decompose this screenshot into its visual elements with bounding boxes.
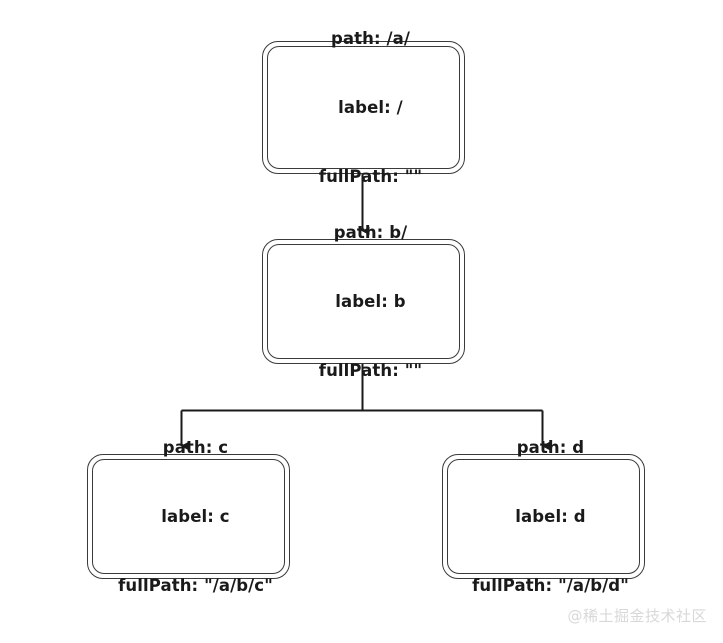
- node-b-inner-border: [267, 244, 460, 359]
- node-b-text: path: b/ label: b fullPath: "": [305, 175, 422, 428]
- node-b[interactable]: path: b/ label: b fullPath: "": [262, 223, 465, 380]
- node-c-text: path: c label: c fullPath: "/a/b/c": [104, 390, 273, 643]
- node-d-line-fullpath: fullPath: "/a/b/d": [472, 576, 629, 595]
- node-d-inner-border: [447, 459, 640, 574]
- node-root-line-path: path: /a/: [330, 29, 410, 48]
- node-c-line-path: path: c: [162, 438, 229, 457]
- watermark: @稀土掘金技术社区: [567, 607, 707, 625]
- node-c-inner-border: [92, 459, 285, 574]
- node-root-inner-border: [267, 46, 460, 169]
- node-b-line-fullpath: fullPath: "": [318, 361, 423, 380]
- node-root-text: path: /a/ label: / fullPath: "": [305, 0, 422, 234]
- node-root[interactable]: path: /a/ label: / fullPath: "": [262, 29, 465, 186]
- node-b-line-path: path: b/: [333, 223, 408, 242]
- node-c-line-label: label: c: [161, 507, 230, 526]
- node-root-line-fullpath: fullPath: "": [318, 167, 423, 186]
- node-root-line-label: label: /: [338, 98, 403, 117]
- node-c[interactable]: path: c label: c fullPath: "/a/b/c": [87, 438, 290, 595]
- node-d-line-label: label: d: [515, 507, 586, 526]
- node-c-line-fullpath: fullPath: "/a/b/c": [118, 576, 273, 595]
- node-b-line-label: label: b: [335, 292, 406, 311]
- node-d-text: path: d label: d fullPath: "/a/b/d": [458, 390, 629, 643]
- node-d-line-path: path: d: [516, 438, 585, 457]
- node-d[interactable]: path: d label: d fullPath: "/a/b/d": [442, 438, 645, 595]
